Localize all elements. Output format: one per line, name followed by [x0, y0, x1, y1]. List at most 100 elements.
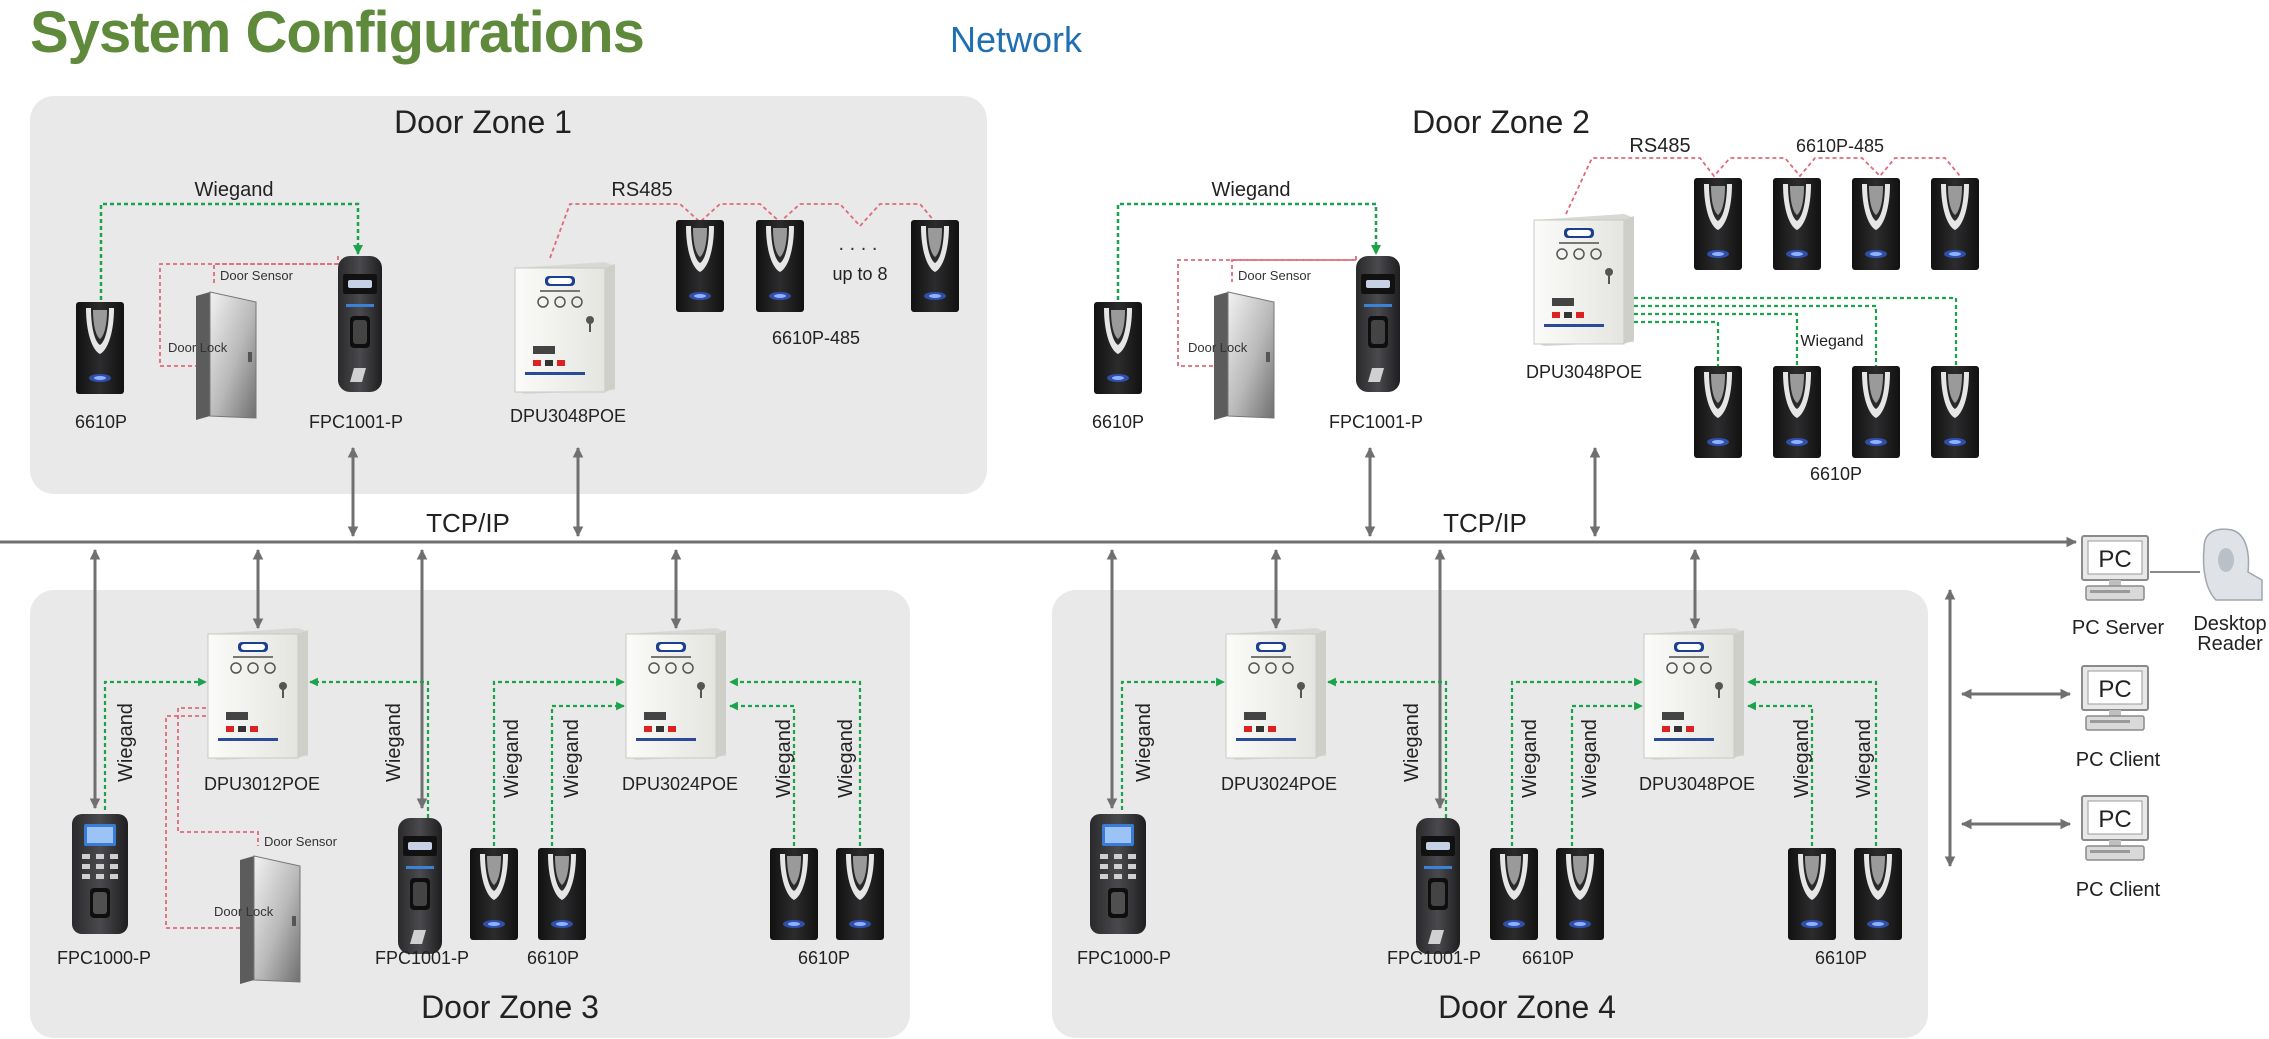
zone1-door-lock-line: [159, 263, 338, 367]
zone3-wiegand-lines: [103, 677, 862, 846]
zone2-reader485-label: 6610P-485: [1796, 136, 1884, 156]
zone2-wiegand2-label: Wiegand: [1800, 333, 1863, 350]
zone2-dpu-label: DPU3048POE: [1526, 362, 1642, 382]
zone3-fpc1000: [72, 814, 128, 934]
zone2-reader-label: 6610P: [1092, 412, 1144, 432]
zone2-reader-group-label: 6610P: [1810, 464, 1862, 484]
zone2-reader485-4: [1931, 178, 1979, 270]
zone1-door-sensor-label: Door Sensor: [220, 268, 294, 283]
zone4-dpu3024poe: [1225, 627, 1327, 761]
zone3-dpu3024poe: [625, 627, 727, 761]
pc-client-2: PC: [2081, 795, 2149, 861]
zone4-reader-b2: [1854, 848, 1902, 940]
zone4-fpc1001: [1416, 818, 1460, 954]
zone4-fpc1001-label: FPC1001-P: [1387, 948, 1481, 968]
zone1-dots: . . . .: [839, 233, 878, 255]
zone2-wiegand-group-lines: [1634, 296, 1958, 366]
zone3-wiegand-label-4: Wiegand: [561, 719, 583, 798]
zone4-fpc1000-label: FPC1000-P: [1077, 948, 1171, 968]
zone2-dpu3048poe: [1533, 213, 1635, 347]
pc-client1-label: PC Client: [2076, 749, 2161, 771]
zone3-wiegand-label-6: Wiegand: [835, 719, 857, 798]
zone4-reader-a1: [1490, 848, 1538, 940]
zone1-reader-6610p: [76, 302, 124, 394]
zone3-reader-b-label: 6610P: [798, 948, 850, 968]
zone1-reader485-label: 6610P-485: [772, 328, 860, 348]
zone1-reader485-3: [911, 220, 959, 312]
zone3-box: [30, 590, 910, 1038]
zone3-reader-a-label: 6610P: [527, 948, 579, 968]
zone3-reader-a2: [538, 848, 586, 940]
zone4-box: [1052, 590, 1928, 1038]
zone4-reader-a-label: 6610P: [1522, 948, 1574, 968]
pc-client1-screen-text: PC: [2098, 676, 2131, 703]
zone4-wiegand-label-3: Wiegand: [1519, 719, 1541, 798]
zone4-wiegand-label-5: Wiegand: [1791, 719, 1813, 798]
zone4-reader-b-label: 6610P: [1815, 948, 1867, 968]
zone2-door: [1213, 291, 1275, 421]
zone4-wiegand-lines: [1120, 677, 1878, 846]
zone4-fpc1000: [1090, 814, 1146, 934]
zone2-fpc-label: FPC1001-P: [1329, 412, 1423, 432]
zone1-door-lock-label: Door Lock: [168, 340, 228, 355]
zone3-title: Door Zone 3: [421, 989, 599, 1025]
zone3-fpc1001-label: FPC1001-P: [375, 948, 469, 968]
zone1-up-to-label: up to 8: [832, 264, 887, 284]
zone3-reader-a1: [470, 848, 518, 940]
zone2-rs485-label: RS485: [1629, 135, 1690, 157]
zone3-dpu3012poe: [207, 627, 309, 761]
zone3-door: [239, 855, 301, 985]
zone2-reader485-3: [1852, 178, 1900, 270]
zone1-rs485-label: RS485: [611, 179, 672, 201]
zone3-door-lock-label: Door Lock: [214, 904, 274, 919]
network-subtitle: Network: [950, 19, 1083, 60]
zone4-reader-a2: [1556, 848, 1604, 940]
zone2-wiegand-line: [1116, 202, 1381, 300]
zone2-wiegand-label: Wiegand: [1212, 179, 1291, 201]
zone4-wiegand-labels: Wiegand Wiegand Wiegand Wiegand Wiegand …: [1133, 703, 1875, 798]
zone3-wiegand-label-1: Wiegand: [115, 703, 137, 782]
zone4-dpu-b-label: DPU3048POE: [1639, 774, 1755, 794]
pc-client-1: PC: [2081, 665, 2149, 731]
zone1-reader485-1: [676, 220, 724, 312]
tcpip-label-left: TCP/IP: [426, 508, 510, 538]
zone4-dpu3048poe: [1643, 627, 1745, 761]
zone2-title: Door Zone 2: [1412, 104, 1590, 140]
zone2-reader-4: [1931, 366, 1979, 458]
zone3-door-sensor-label: Door Sensor: [264, 834, 338, 849]
zone2-rs485-line: [1565, 157, 1961, 215]
zone1-door: [195, 291, 257, 421]
zone3-dpu-a-label: DPU3012POE: [204, 774, 320, 794]
zone1-door-sensor-line: [213, 256, 339, 286]
zone2-reader-3: [1852, 366, 1900, 458]
zone3-reader-b2: [836, 848, 884, 940]
zone1-dpu-label: DPU3048POE: [510, 406, 626, 426]
zone2-reader485-2: [1773, 178, 1821, 270]
page-title: System Configurations: [30, 0, 644, 65]
zone1-fpc-label: FPC1001-P: [309, 412, 403, 432]
zone3-door-lock-line: [165, 715, 240, 929]
zone3-wiegand-label-3: Wiegand: [501, 719, 523, 798]
zone4-reader-b1: [1788, 848, 1836, 940]
zone3-wiegand-labels: Wiegand Wiegand Wiegand Wiegand Wiegand …: [115, 703, 857, 798]
pc-client2-label: PC Client: [2076, 879, 2161, 901]
zone3-reader-b1: [770, 848, 818, 940]
zone1-wiegand-label: Wiegand: [195, 179, 274, 201]
zone2-reader-1: [1694, 366, 1742, 458]
zone3-wiegand-label-2: Wiegand: [383, 703, 405, 782]
zone2-door-lock-line: [1177, 259, 1356, 367]
zone2-reader-6610p: [1094, 302, 1142, 394]
zone1-box: [30, 96, 987, 494]
pc-server-screen-text: PC: [2098, 546, 2131, 573]
zone2-door-lock-label: Door Lock: [1188, 340, 1248, 355]
zone2-fpc1001: [1356, 256, 1400, 392]
zone3-wiegand-label-5: Wiegand: [773, 719, 795, 798]
zone4-wiegand-label-1: Wiegand: [1133, 703, 1155, 782]
zone1-fpc1001: [338, 256, 382, 392]
zone2-door-sensor-line: [1231, 256, 1357, 282]
pc-server: PC: [2081, 535, 2149, 601]
zone1-dpu3048poe: [514, 261, 616, 395]
zone4-dpu-a-label: DPU3024POE: [1221, 774, 1337, 794]
zone4-wiegand-label-6: Wiegand: [1853, 719, 1875, 798]
